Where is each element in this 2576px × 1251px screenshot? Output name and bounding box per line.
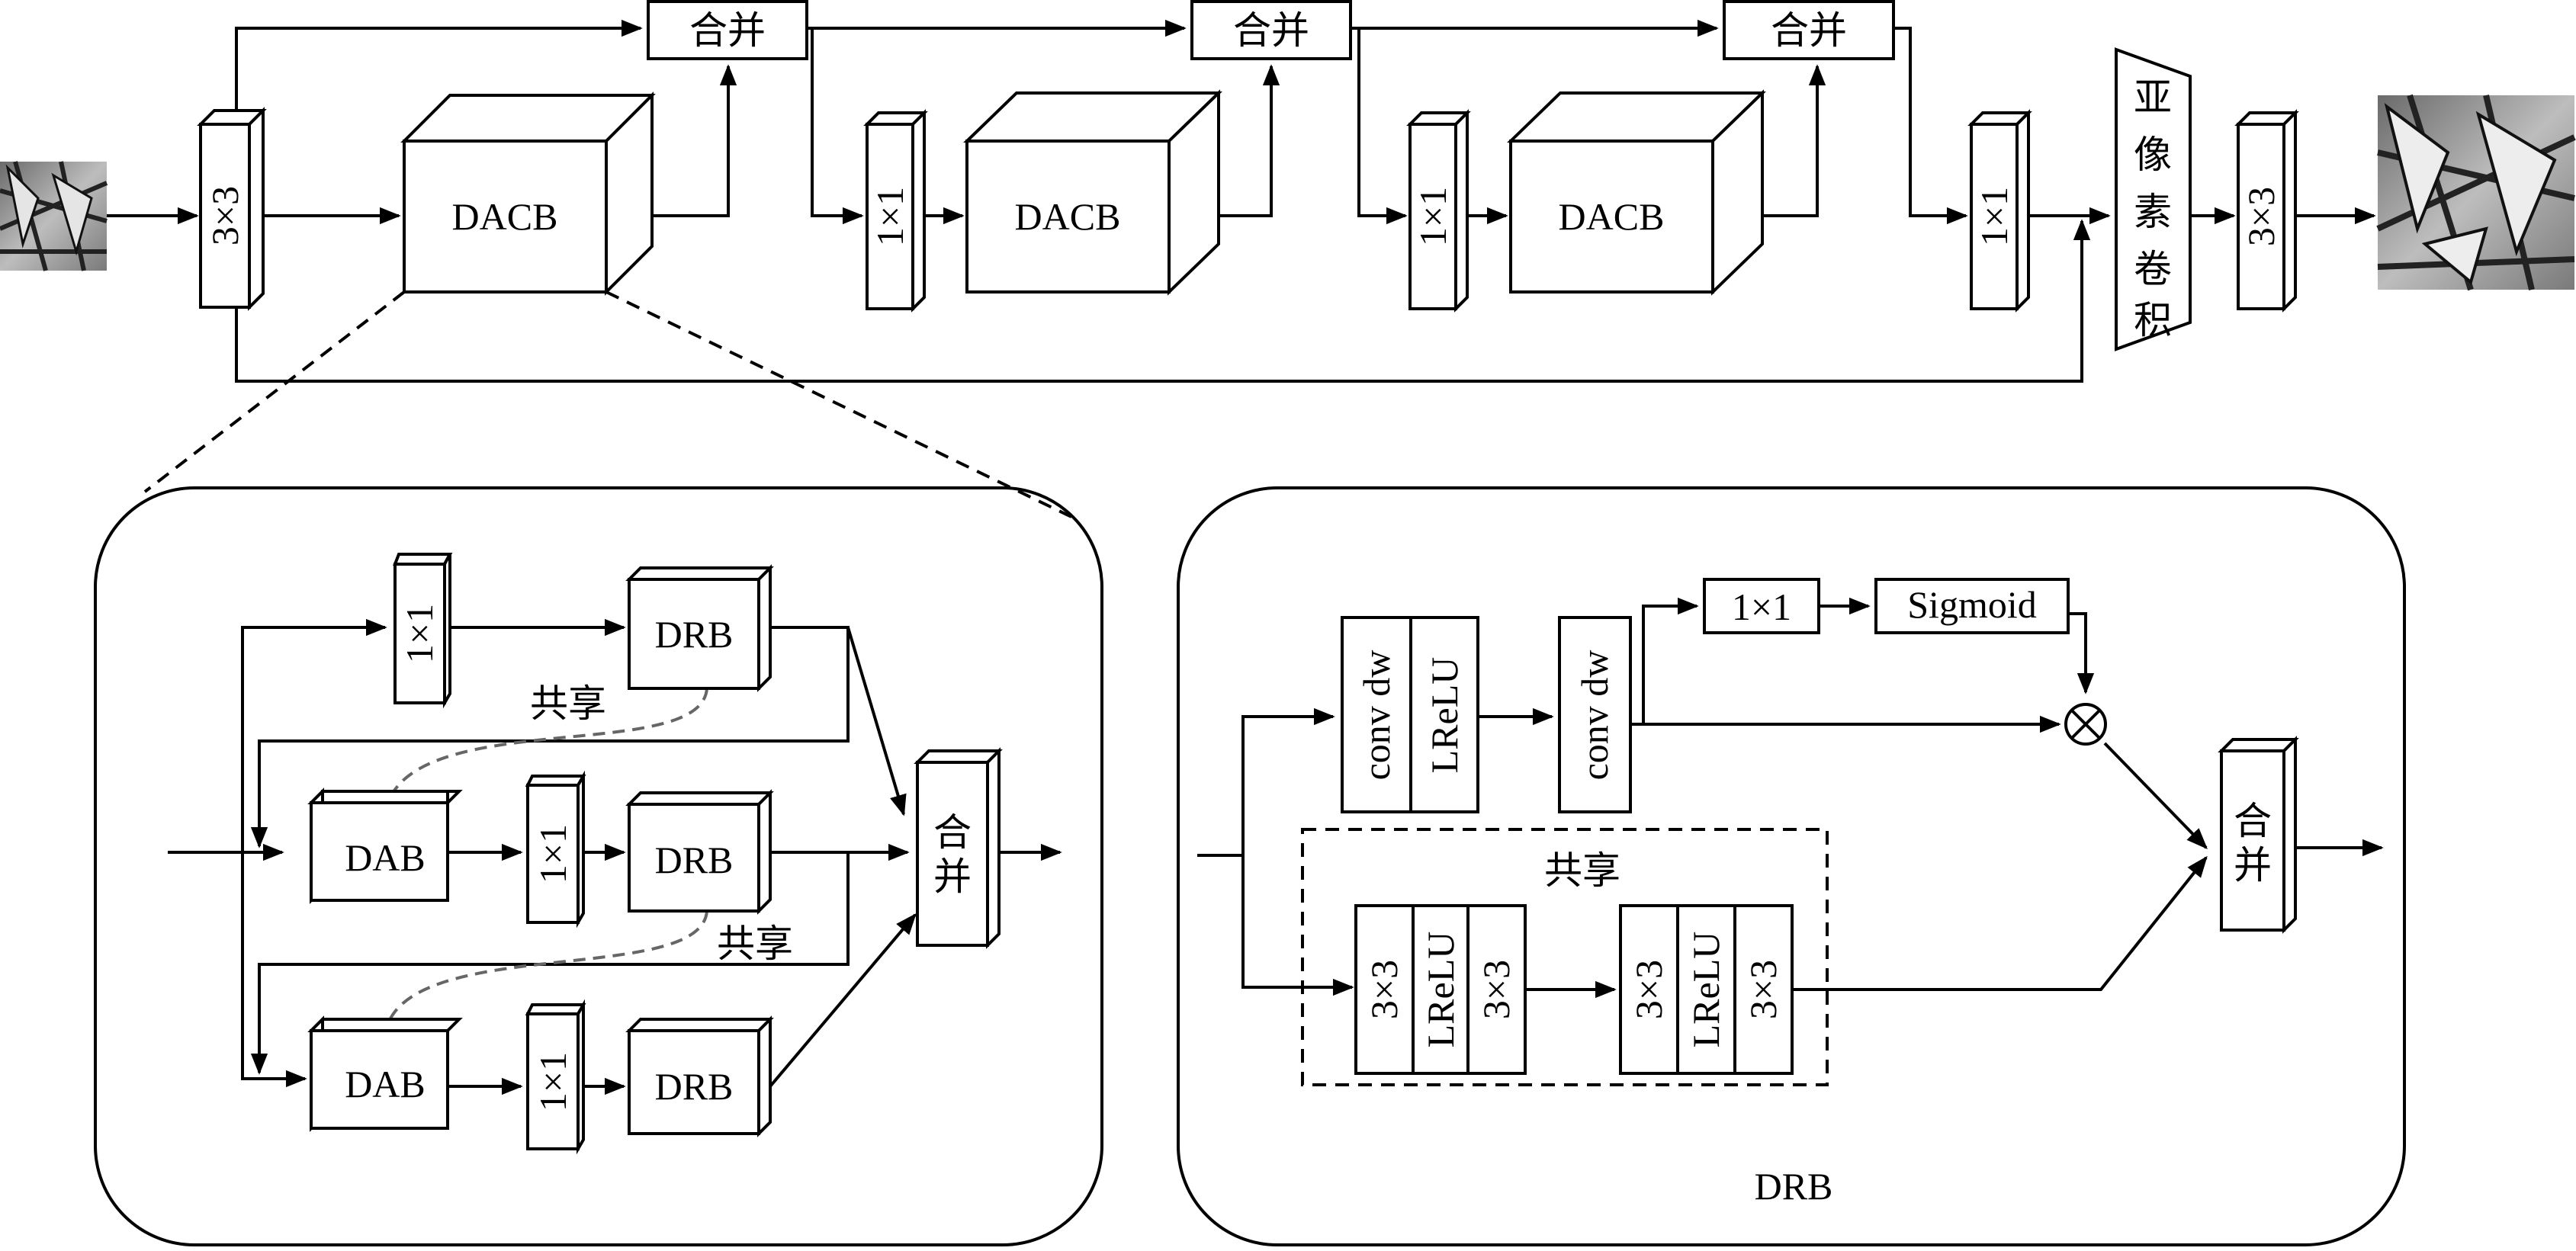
conv-1x1-top-1: 1×1 [863, 109, 928, 313]
conv-1x1-top-3: 1×1 [1967, 109, 2032, 313]
dacb-dab-bottom: DAB [307, 1015, 463, 1132]
drb-merge-char-1: 合 [2234, 800, 2272, 842]
drb-conv-1x1: 1×1 [1703, 578, 1820, 634]
drb-shared-label: 共享 [1544, 849, 1620, 892]
subpixel-char-2: 像 [2134, 133, 2172, 176]
merge-label-3: 合并 [1771, 9, 1847, 52]
dacb-conv-1x1-bottom: 1×1 [525, 999, 586, 1155]
drb-lrelu-label-1: LReLU [1423, 657, 1466, 774]
dacb-drb-bottom-label: DRB [655, 1065, 734, 1108]
dacb-detail-panel: 共享 共享 1×1 DRB DAB 1×1 [94, 486, 1103, 1246]
drb-convdw-label-2: conv dw [1573, 650, 1616, 781]
subpixel-char-3: 素 [2134, 191, 2172, 233]
drb-merge-box: 合 并 [2218, 736, 2299, 934]
drb-detail-panel: conv dw LReLU conv dw 1×1 Sigmoid 共享 [1177, 486, 2406, 1246]
drb-conv3x3-a1: 3×3 [1363, 960, 1405, 1019]
dacb-label-3: DACB [1559, 195, 1665, 238]
drb-convdw-label-1: conv dw [1355, 650, 1398, 781]
dacb-merge-box: 合 并 [914, 747, 1003, 949]
conv-1x1-top-2: 1×1 [1406, 109, 1471, 313]
output-image [2376, 94, 2576, 291]
drb-shared-region [1301, 828, 1829, 1086]
dacb-conv-1x1-bottom-label: 1×1 [532, 1052, 574, 1111]
drb-sigmoid-label: Sigmoid [1907, 583, 2036, 626]
input-image [0, 161, 108, 271]
dacb-drb-mid-label: DRB [655, 839, 734, 881]
drb-conv-group-1: 3×3 LReLU 3×3 [1354, 904, 1527, 1075]
merge-box-1: 合并 [647, 0, 808, 60]
dacb-merge-char-2: 并 [933, 855, 972, 898]
shared-label-1: 共享 [530, 682, 606, 725]
drb-convdw-block-2: conv dw [1558, 616, 1632, 813]
dacb-block-2: DACB [963, 89, 1222, 296]
merge-box-2: 合并 [1190, 0, 1352, 60]
merge-box-3: 合并 [1723, 0, 1895, 60]
dacb-conv-1x1-mid-label: 1×1 [532, 824, 574, 884]
dacb-conv-1x1-mid: 1×1 [525, 770, 586, 929]
dacb-conv-1x1-top-label: 1×1 [398, 604, 441, 663]
subpixel-char-1: 亚 [2134, 76, 2172, 119]
drb-convdw-lrelu-block: conv dw LReLU [1341, 616, 1479, 813]
dacb-drb-mid: DRB [625, 789, 774, 915]
dacb-drb-top: DRB [625, 564, 774, 692]
drb-conv3x3-a2: 3×3 [1475, 960, 1518, 1019]
multiply-icon [2064, 703, 2107, 746]
dacb-label-2: DACB [1015, 195, 1121, 238]
conv-1x1-top-label-2: 1×1 [1412, 187, 1454, 246]
dacb-drb-bottom: DRB [625, 1015, 774, 1137]
dacb-conv-1x1-top: 1×1 [393, 553, 453, 709]
dacb-dab-mid: DAB [307, 787, 463, 904]
drb-conv3x3-b1: 3×3 [1627, 960, 1670, 1019]
merge-label-1: 合并 [689, 9, 766, 52]
dacb-dab-bottom-label: DAB [345, 1063, 426, 1105]
conv-3x3-output-label: 3×3 [2240, 187, 2282, 246]
dacb-label-1: DACB [452, 195, 558, 238]
conv-1x1-top-label-1: 1×1 [869, 187, 911, 246]
subpixel-conv-block: 亚 像 素 卷 积 [2115, 47, 2192, 351]
dacb-dab-mid-label: DAB [345, 836, 426, 879]
subpixel-char-5: 积 [2134, 299, 2172, 342]
drb-merge-char-2: 并 [2234, 844, 2272, 887]
merge-label-2: 合并 [1233, 9, 1309, 52]
dacb-drb-top-label: DRB [655, 613, 734, 656]
drb-conv-1x1-label: 1×1 [1732, 585, 1791, 628]
drb-conv-group-2: 3×3 LReLU 3×3 [1619, 904, 1794, 1075]
conv-1x1-top-label-3: 1×1 [1973, 187, 2016, 246]
drb-conv3x3-b2: 3×3 [1742, 960, 1784, 1019]
drb-lrelu-b: LReLU [1685, 932, 1727, 1048]
shared-label-2: 共享 [717, 922, 793, 965]
drb-sigmoid: Sigmoid [1874, 578, 2070, 634]
conv-3x3-input-label: 3×3 [204, 186, 246, 245]
dacb-block-1: DACB [400, 91, 656, 296]
dacb-block-3: DACB [1507, 89, 1766, 296]
conv-3x3-input: 3×3 [197, 107, 267, 311]
subpixel-char-4: 卷 [2134, 248, 2172, 290]
drb-caption: DRB [1755, 1165, 1833, 1208]
conv-3x3-output: 3×3 [2234, 109, 2299, 313]
drb-lrelu-a: LReLU [1419, 932, 1462, 1048]
dacb-merge-char-1: 合 [933, 811, 972, 854]
